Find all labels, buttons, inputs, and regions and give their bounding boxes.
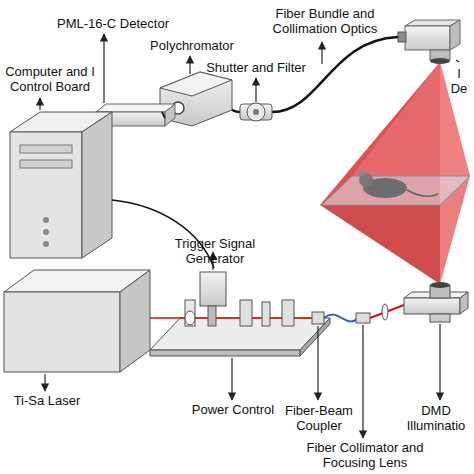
fiber-optics	[312, 304, 404, 324]
shutter-filter	[240, 103, 272, 121]
trigger-label: Trigger Signal Generator	[146, 236, 284, 266]
polychromator-label: Polychromator	[146, 38, 238, 53]
computer-label: Computer and I Control Board	[2, 64, 98, 94]
polychromator	[160, 72, 232, 126]
sample-stage	[322, 170, 470, 205]
computer-tower	[10, 112, 112, 258]
detector-label: PML-16-C Detector	[50, 16, 176, 31]
dmd-illumination	[404, 282, 468, 322]
power-label: Power Control	[186, 402, 280, 417]
optics-label: Fiber Bundle and Collimation Optics	[262, 6, 388, 36]
ti-sa-laser	[4, 270, 150, 372]
shutter-label: Shutter and Filter	[198, 60, 314, 75]
laser-label: Ti-Sa Laser	[6, 393, 88, 408]
iccd-detector	[398, 20, 460, 64]
optical-breadboard	[150, 272, 330, 356]
dmd-label: DMD Illuminatio	[401, 403, 471, 433]
collimator-label: Fiber Collimator and Focusing Lens	[304, 440, 426, 470]
coupler-label: Fiber-Beam Coupler	[282, 403, 356, 433]
light-cone	[320, 62, 470, 284]
detector-label: I De	[448, 66, 470, 96]
leader-arrow	[40, 34, 459, 438]
